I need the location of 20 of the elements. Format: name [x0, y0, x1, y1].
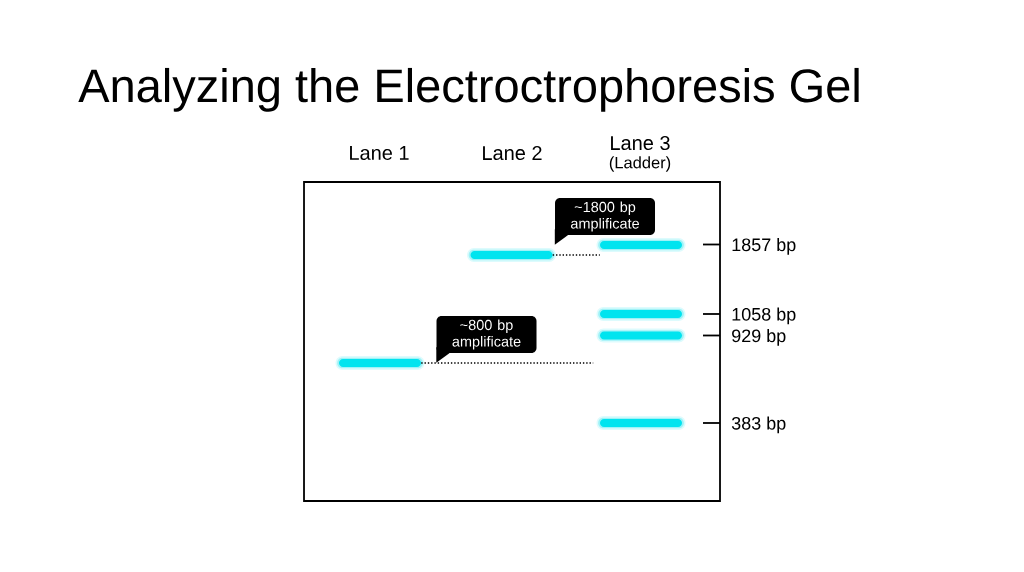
gel-band [596, 238, 686, 252]
gel-band [596, 307, 686, 321]
size-label: 383 bp [731, 416, 786, 434]
dotted-line [552, 254, 601, 256]
dotted-line [420, 362, 594, 364]
callout-bubble: ~800 bp amplificate [436, 316, 537, 363]
gel-band [596, 416, 686, 430]
lane-label: Lane 3 [611, 135, 670, 151]
lane-label: Lane 1 [350, 146, 409, 160]
callout-bubble: ~1800 bp amplificate [554, 198, 655, 245]
slide-title: Analyzing the Electroctrophoresis Gel [78, 67, 859, 112]
lane-label: Lane 2 [483, 145, 542, 161]
gel-band [596, 328, 686, 343]
gel-band [335, 356, 425, 370]
size-label: 929 bp [732, 328, 786, 346]
gel-band [467, 248, 556, 262]
size-label: 1857 bp [732, 237, 796, 255]
size-label: 1058 bp [732, 307, 796, 325]
gel-box [303, 181, 721, 502]
lane-note: (Ladder) [609, 156, 671, 172]
